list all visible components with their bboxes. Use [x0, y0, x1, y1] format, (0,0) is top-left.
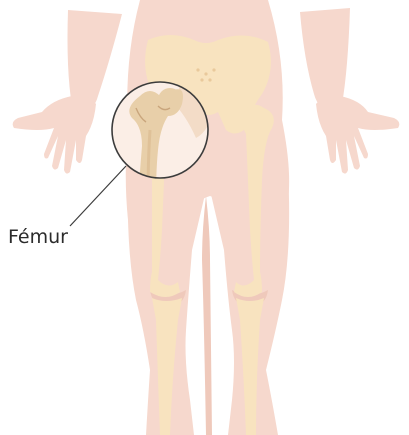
leg-shadow: [202, 196, 212, 435]
femur-label: Fémur: [8, 226, 68, 248]
leader-line: [70, 166, 126, 226]
